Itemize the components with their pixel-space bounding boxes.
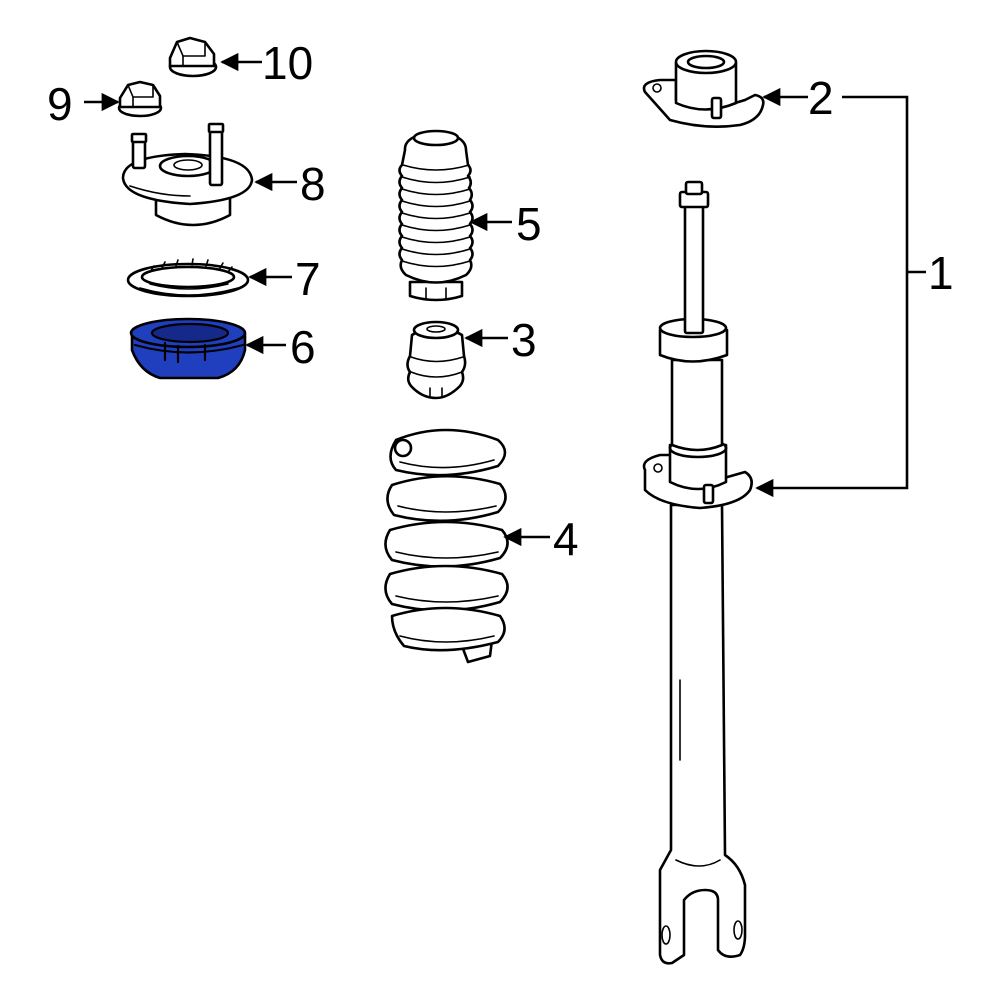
part-3-jounce-bumper[interactable] — [406, 320, 467, 400]
callout-6: 6 — [290, 321, 316, 373]
callout-10: 10 — [262, 37, 313, 89]
part-10-flange-nut[interactable] — [168, 36, 218, 78]
part-9-nut[interactable] — [117, 80, 163, 118]
callout-5: 5 — [516, 198, 542, 250]
part-5-dust-boot[interactable] — [398, 129, 474, 302]
callout-labels: 10 9 8 7 6 5 3 4 2 1 — [47, 37, 954, 565]
part-1-strut-assembly[interactable] — [642, 180, 753, 965]
part-4-coil-spring[interactable] — [384, 428, 509, 664]
part-6-spring-seat[interactable] — [129, 317, 247, 380]
callout-8: 8 — [300, 158, 326, 210]
part-8-strut-mount[interactable] — [121, 122, 254, 227]
part-7-bearing-ring[interactable] — [126, 258, 250, 298]
callout-2: 2 — [808, 72, 834, 124]
callout-4: 4 — [553, 513, 579, 565]
part-2-upper-insulator[interactable] — [642, 49, 765, 128]
callout-leaders — [84, 52, 926, 547]
callout-9: 9 — [47, 78, 73, 130]
callout-3: 3 — [511, 314, 537, 366]
callout-7: 7 — [295, 253, 321, 305]
callout-1: 1 — [928, 247, 954, 299]
